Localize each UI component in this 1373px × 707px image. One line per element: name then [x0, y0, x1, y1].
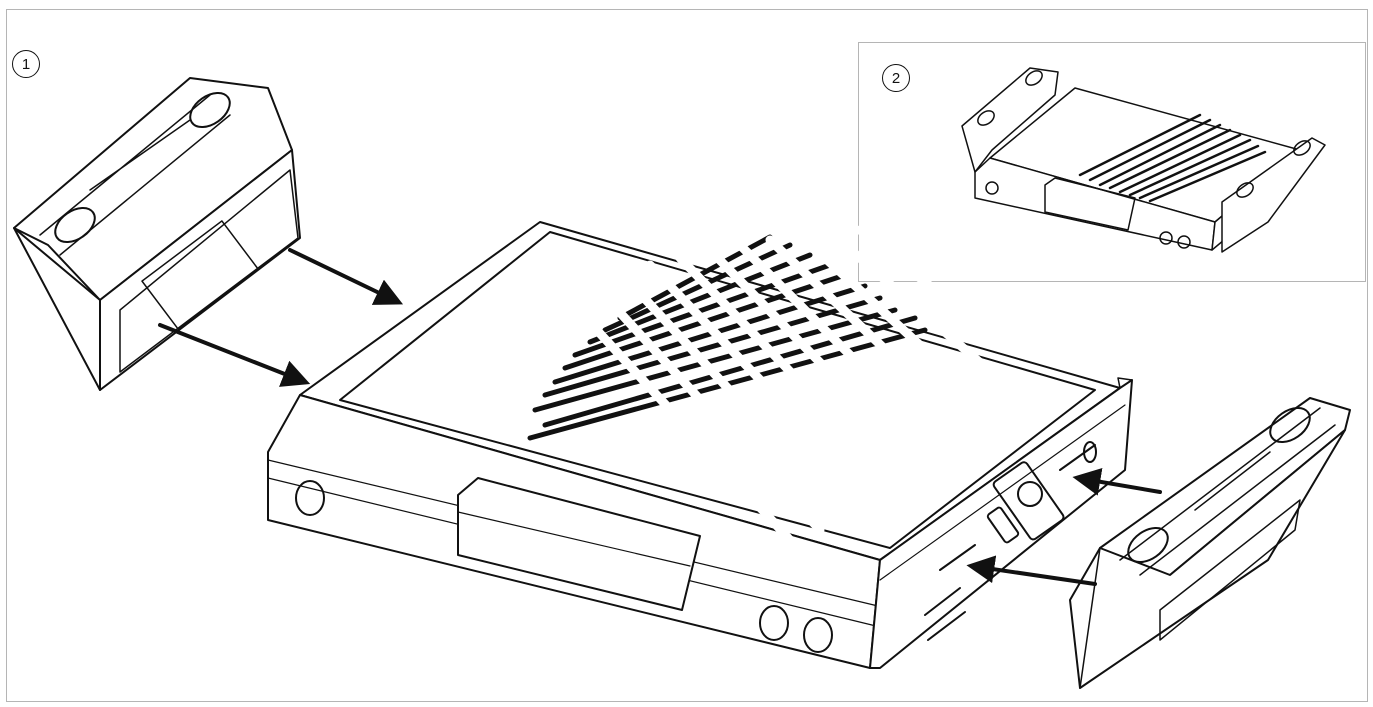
figure-frame [6, 9, 1368, 702]
inset-left-stand [961, 67, 1059, 173]
front-button-right-2 [803, 617, 833, 653]
step-2-marker: 2 [882, 64, 910, 92]
arrow-right-upper [1072, 467, 1162, 496]
left-stand [13, 77, 301, 391]
step-1-marker: 1 [12, 50, 40, 78]
front-button-right-1 [759, 605, 789, 641]
inset-right-stand [1221, 137, 1326, 253]
arrow-right-lower [966, 555, 1097, 586]
box-top-panel [339, 231, 1096, 549]
front-button-left [295, 480, 325, 516]
arrow-left-upper [288, 248, 404, 305]
connector-port-round [1017, 481, 1043, 507]
arrow-left-lower [158, 323, 311, 387]
inset-display-window [1044, 177, 1136, 231]
assembled-device [961, 67, 1326, 253]
side-slot [986, 506, 1020, 544]
front-display-window [457, 477, 701, 611]
right-stand-screw-1 [1127, 526, 1169, 564]
left-stand-screw-2 [189, 91, 231, 129]
right-stand-screw-2 [1269, 406, 1311, 444]
set-top-box [267, 221, 1133, 669]
inset-vent-slots [1078, 113, 1267, 203]
connector-port [992, 461, 1065, 541]
right-stand [1069, 397, 1351, 689]
assembly-arrows [158, 248, 1162, 586]
